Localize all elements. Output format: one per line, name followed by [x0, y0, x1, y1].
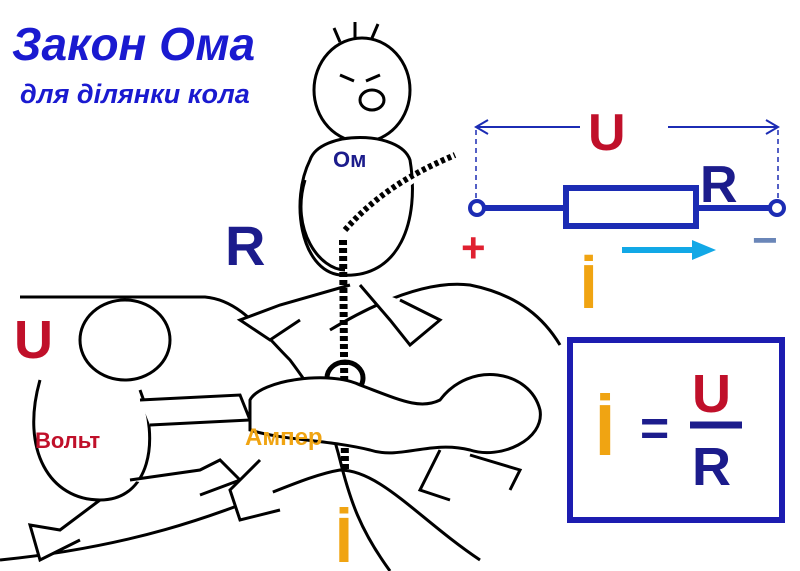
formula-box: İ = U R [567, 337, 785, 523]
formula-frame [567, 337, 785, 523]
terminal-right [768, 199, 786, 217]
circuit-voltage-label: U [588, 104, 626, 162]
circuit-current-label: İ [580, 253, 597, 322]
subtitle: для ділянки кола [20, 79, 250, 109]
minus-sign: − [752, 216, 778, 265]
volt-character-drawing [27, 298, 253, 563]
formula-numerator: U [692, 364, 731, 424]
circuit-diagram: U R + − İ [461, 104, 786, 322]
scene-current-label: İ [335, 504, 353, 571]
title: Закон Ома [12, 18, 255, 70]
terminal-left [468, 199, 486, 217]
ohm-label: Ом [333, 147, 366, 172]
resistor-symbol [563, 185, 699, 229]
formula-denominator: R [692, 437, 731, 497]
scene-resistance-label: R [225, 214, 265, 277]
plus-sign: + [461, 224, 486, 271]
current-arrowhead-icon [692, 240, 716, 260]
arrowhead-icons [474, 119, 780, 135]
ampere-label: Ампер [245, 424, 323, 451]
scene-voltage-label: U [14, 310, 53, 370]
formula-current: İ [595, 391, 615, 471]
formula-equals: = [640, 400, 669, 456]
ampere-character-drawing [228, 373, 542, 522]
volt-label: Вольт [35, 428, 100, 453]
circuit-resistor-label: R [700, 156, 738, 214]
rope-drawing [339, 239, 349, 471]
ohm-character-drawing [236, 22, 457, 348]
